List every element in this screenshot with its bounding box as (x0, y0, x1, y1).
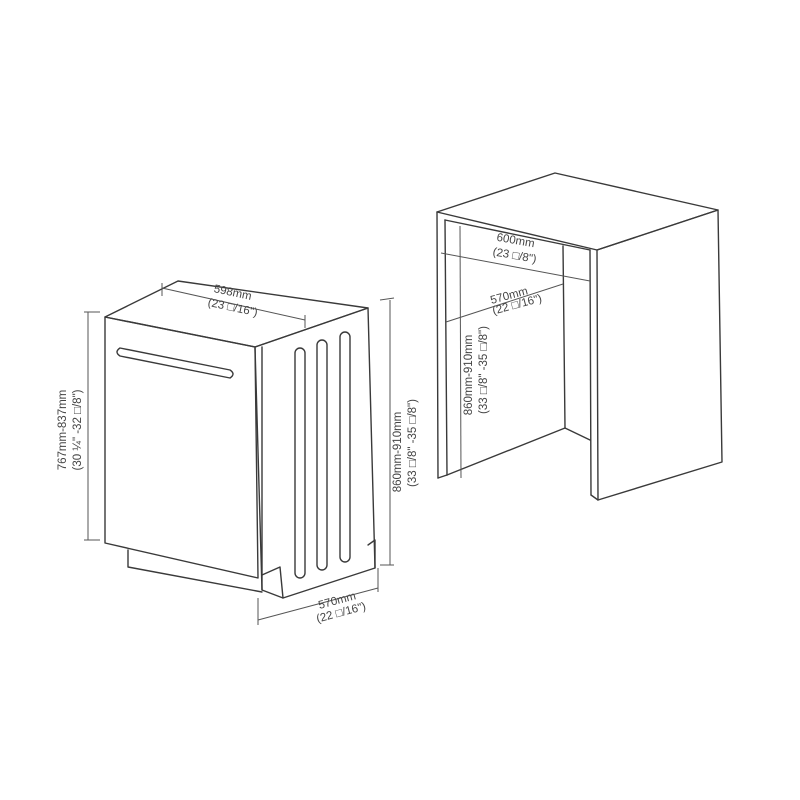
side-rib (316, 339, 328, 571)
door-handle (116, 347, 234, 379)
cabinet-dimensions (440, 225, 591, 479)
dishwasher-drawing (104, 280, 376, 599)
cabinet-side (596, 209, 723, 501)
side-rib (294, 347, 306, 579)
dishwasher-side (254, 307, 376, 599)
dishwasher-height-label: 860mm-910mm (392, 412, 404, 493)
dishwasher-dimensions (84, 283, 395, 625)
side-rib (339, 331, 351, 563)
dishwasher-height-inch-label: (33 □/8" -35 □/8") (407, 399, 419, 487)
door-height-inch-label: (30 ¼" -32 □/8") (72, 389, 84, 470)
cabinet-height-label: 860mm-910mm (463, 335, 475, 416)
dishwasher-width-inch-label: (23 □/16") (207, 297, 259, 319)
cabinet-top (436, 172, 719, 251)
dishwasher-door (104, 316, 259, 579)
cabinet-height-inch-label: (33 □/8" -35 □/8") (478, 326, 490, 414)
door-height-label: 767mm-837mm (57, 390, 69, 471)
cabinet-drawing (436, 172, 723, 501)
